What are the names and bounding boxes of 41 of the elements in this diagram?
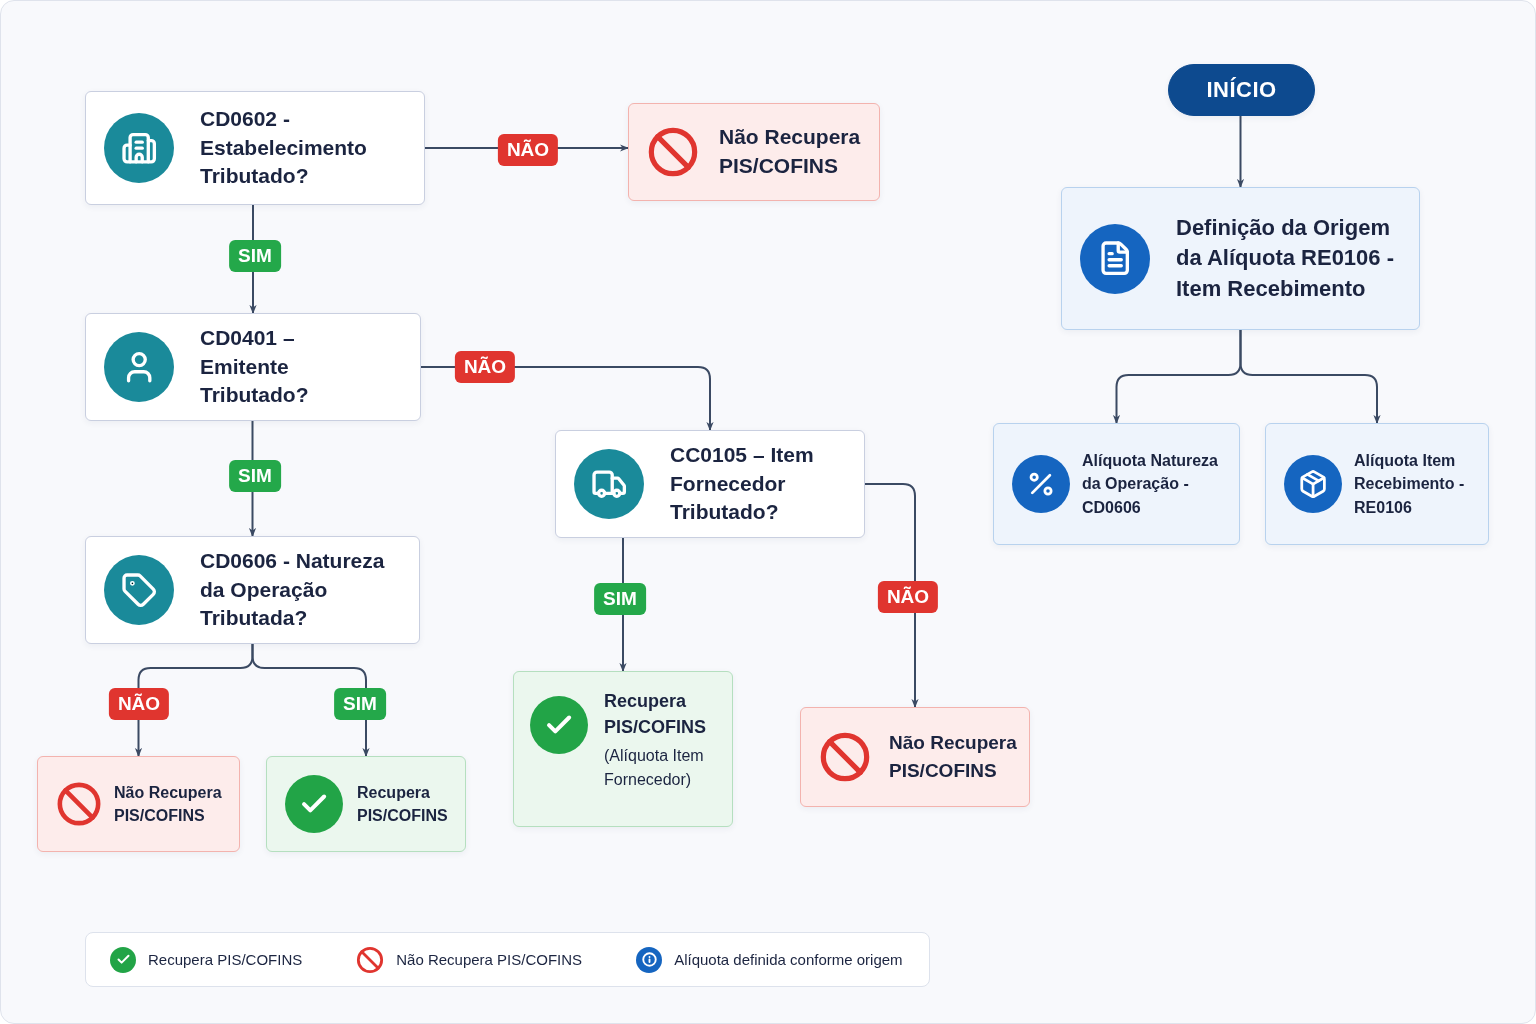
start-terminal: [1168, 64, 1315, 116]
node-text: Não Recupera PIS/COFINS: [114, 782, 223, 826]
node-text: CD0401 – Emitente Tributado?: [200, 324, 310, 409]
result-box: [266, 756, 466, 852]
edge-label: NÃO: [108, 688, 170, 720]
edge-label: SIM: [334, 688, 386, 720]
edge-label: SIM: [229, 460, 281, 492]
edge-label: NÃO: [454, 351, 516, 383]
decision-box: [85, 313, 421, 421]
node-text: Alíquota Item Recebimento - RE0106: [1354, 451, 1466, 518]
result-box: [628, 103, 880, 201]
edge-label: NÃO: [497, 134, 559, 166]
arrow: [1239, 329, 1381, 424]
node-text: Definição da Origem da Alíquota RE0106 - Item Recebimento: [1176, 213, 1395, 303]
arrow: [1236, 115, 1245, 188]
node-text: Não Recupera PIS/COFINS: [889, 731, 1018, 783]
decision-box: [555, 430, 865, 538]
decision-box: [85, 91, 425, 205]
node-note: (Alíquota Item Fornecedor): [604, 746, 705, 791]
edge-label: SIM: [594, 583, 646, 615]
node-text: CD0602 - Estabelecimento Tributado?: [200, 105, 368, 190]
process-box: [1265, 423, 1489, 545]
node-text: Recupera PIS/COFINS: [357, 782, 449, 826]
legend-text: Não Recupera PIS/COFINS: [396, 951, 583, 968]
legend-text: Recupera PIS/COFINS: [148, 951, 303, 968]
arrow: [864, 483, 919, 708]
node-text: CD0606 - Natureza da Operação Tributada?: [200, 547, 386, 632]
result-box: [37, 756, 240, 852]
result-box: [800, 707, 1030, 807]
edge-label: NÃO: [877, 581, 939, 613]
node-text: CC0105 – Item Fornecedor Tributado?: [670, 441, 815, 526]
result-box: [513, 671, 733, 827]
start-label: INÍCIO: [1206, 77, 1277, 103]
edge-label: SIM: [229, 240, 281, 272]
node-text: Não Recupera PIS/COFINS: [719, 124, 862, 179]
process-box: [1061, 187, 1420, 330]
node-text: Recupera PIS/COFINS: [604, 690, 707, 740]
process-box: [993, 423, 1240, 545]
legend-text: Alíquota definida conforme origem: [674, 951, 903, 968]
node-text: Alíquota Natureza da Operação - CD0606: [1082, 451, 1219, 518]
decision-box: [85, 536, 420, 644]
